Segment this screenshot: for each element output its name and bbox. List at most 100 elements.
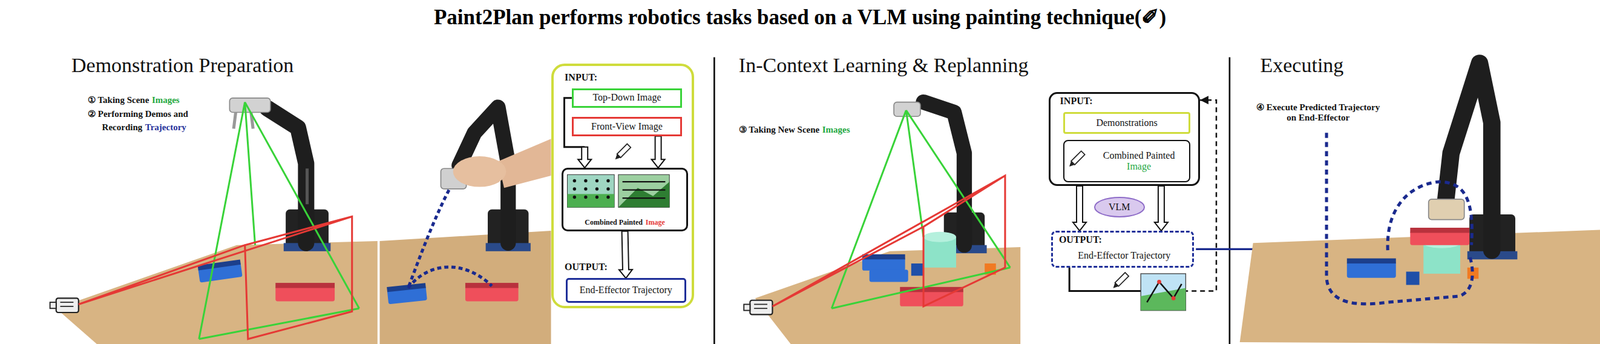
- replanned-painted-image: [1140, 273, 1186, 311]
- new-scene-photo: [743, 102, 1021, 344]
- painted-image-thumbnail: [583, 179, 587, 183]
- painted-image-thumbnail: [573, 179, 610, 199]
- hollow-arrow: [651, 136, 666, 168]
- demo-scene-photo: [59, 305, 74, 307]
- painted-image-thumbnail: [618, 174, 670, 207]
- section-divider: [714, 56, 1230, 344]
- pencil-icon: [1067, 160, 1075, 169]
- demo-scene-photo: [197, 259, 243, 282]
- demo-scene-photo: [465, 285, 519, 301]
- node-content: Combined PaintedImage: [584, 218, 665, 227]
- node-content: VLM: [1108, 201, 1131, 213]
- section-divider: [1229, 56, 1231, 344]
- painted-image-thumbnail: [573, 186, 577, 191]
- node-text: Image: [1126, 160, 1151, 172]
- hollow-arrow: [1072, 185, 1087, 231]
- node-content: Combined PaintedImage: [1103, 150, 1176, 173]
- hollow-arrow: [1154, 185, 1168, 231]
- step-label: ① Taking Scene: [87, 95, 149, 106]
- label-row: ④ Execute Predicted Trajectory on End-Ef…: [1253, 102, 1384, 124]
- node-text: INPUT:: [564, 72, 598, 83]
- pencil-icon: [617, 144, 632, 158]
- connector-line: [1140, 99, 1217, 291]
- node-content: End-Effector Trajectory: [579, 284, 673, 296]
- node-content: Front-View Image: [591, 121, 663, 132]
- painted-image-thumbnail: [573, 179, 577, 183]
- connector: [651, 136, 666, 168]
- painted-image-thumbnail: [618, 181, 670, 207]
- output-box: OUTPUT:End-Effector Trajectory: [1051, 230, 1194, 268]
- replanned-painted-image: [1146, 281, 1182, 302]
- new-scene-photo: [772, 175, 1005, 307]
- replanned-painted-image: [1140, 273, 1186, 311]
- painted-image-thumbnail: [606, 186, 610, 191]
- pencil-icon: [1071, 150, 1086, 165]
- pencil-icon: [1067, 150, 1086, 169]
- node-text: End-Effector Trajectory: [1077, 249, 1171, 261]
- label-row: ③ Taking New SceneImages: [738, 124, 851, 135]
- demo-scene-photo: [267, 108, 307, 244]
- illustration: [50, 56, 1600, 344]
- demonstrations-box: Demonstrations: [1063, 111, 1191, 134]
- new-scene-photo: [743, 303, 750, 310]
- image-box: Top-Down Image: [571, 88, 682, 108]
- demo-scene-photo: [386, 282, 428, 304]
- demo-scene-photo: [377, 234, 380, 344]
- pencil-icon: [613, 153, 621, 161]
- node-text: Top-Down Image: [592, 91, 661, 103]
- painted-image-thumbnail: [567, 174, 615, 207]
- step-label: Images: [822, 124, 851, 135]
- step-label: ② Performing Demos and: [87, 108, 189, 120]
- node-content: Demonstrations: [1095, 117, 1158, 129]
- hollow-arrow: [619, 231, 633, 279]
- new-scene-photo: [869, 269, 909, 282]
- section-divider: [713, 56, 716, 344]
- node-text: VLM: [1108, 201, 1131, 213]
- section-heading: Executing: [1259, 53, 1344, 77]
- new-scene-photo: [754, 303, 768, 305]
- step-label: Recording: [102, 122, 143, 133]
- step-label: Trajectory: [145, 122, 187, 133]
- demo-scene-photo: [59, 301, 74, 303]
- painted-image-thumbnail: [567, 174, 670, 207]
- painted-image-thumbnail: [606, 179, 610, 183]
- node-text: Combined Painted: [584, 218, 643, 227]
- painted-image-thumbnail: [622, 181, 666, 198]
- pencil-icon: [613, 144, 632, 162]
- replanned-painted-image: [1157, 279, 1162, 284]
- new-scene-photo: [749, 300, 773, 315]
- painted-image-thumbnail: [595, 186, 599, 191]
- execution-photo: [1428, 199, 1465, 220]
- demo-scene-photo: [386, 282, 427, 292]
- node-text: OUTPUT:: [564, 261, 608, 273]
- node-text: Image: [645, 218, 666, 227]
- connector: [1072, 185, 1087, 231]
- demo-scene-photo: [56, 240, 378, 344]
- new-scene-photo: [743, 300, 773, 315]
- demo-scene-photo: [275, 282, 335, 288]
- step-label: Images: [151, 95, 180, 106]
- node-text: Front-View Image: [591, 121, 663, 132]
- painted-image-box: Combined PaintedImage: [1063, 139, 1191, 183]
- connector: [1154, 185, 1168, 231]
- node-text: Combined Painted: [1103, 150, 1176, 161]
- new-scene-photo: [754, 307, 768, 309]
- node-text: End-Effector Trajectory: [579, 284, 673, 296]
- connector: [1069, 95, 1217, 291]
- image-box: Front-View Image: [571, 116, 682, 137]
- node-content: Top-Down Image: [592, 91, 661, 103]
- painted-image-thumbnail: [595, 195, 599, 199]
- painted-image-thumbnail: [595, 179, 599, 183]
- pencil-icon: [1115, 272, 1130, 287]
- connector: [619, 231, 633, 279]
- connector-line: [563, 98, 585, 148]
- demo-scene-photo: [407, 190, 492, 289]
- painted-image-box: Combined PaintedImage: [561, 167, 689, 232]
- step-label: ③ Taking New Scene: [738, 124, 820, 135]
- connector-line: [1069, 267, 1141, 292]
- arrowhead: [1200, 95, 1209, 105]
- hollow-arrow: [577, 147, 592, 168]
- replanned-painted-image: [1140, 288, 1186, 311]
- painted-image-thumbnail: [583, 186, 587, 191]
